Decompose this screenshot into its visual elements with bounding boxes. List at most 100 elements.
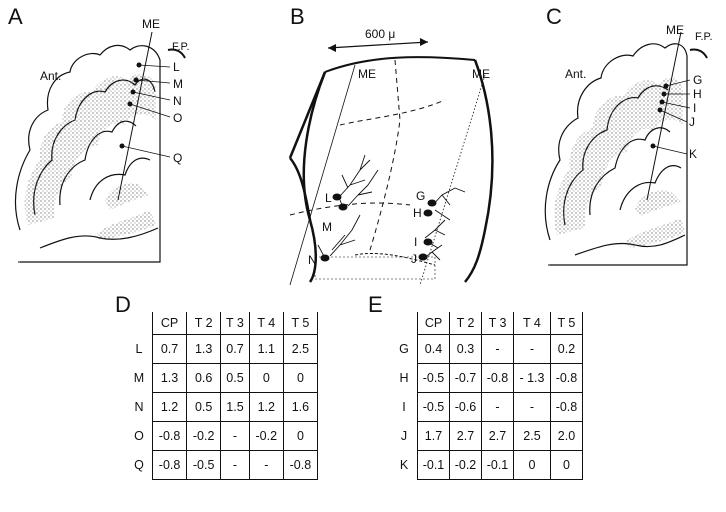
point-label-a-2: N xyxy=(173,94,182,108)
table-cell: 0 xyxy=(283,364,317,393)
table-cell: - xyxy=(514,335,551,364)
purkinje-cells-b xyxy=(321,194,437,262)
table-cell: 0.4 xyxy=(418,335,450,364)
table-cell: -0.6 xyxy=(450,393,482,422)
table-cell: 0 xyxy=(283,422,317,451)
row-label: N xyxy=(126,393,153,422)
table-row: Q -0.8 -0.5 - - -0.8 xyxy=(126,451,318,480)
table-cell: 0.2 xyxy=(550,335,582,364)
folium-right-wall xyxy=(465,60,492,282)
row-label: H xyxy=(391,364,418,393)
table-cell: -0.5 xyxy=(418,364,450,393)
table-cell: -0.2 xyxy=(187,422,221,451)
table-row: H -0.5 -0.7 -0.8 - 1.3 -0.8 xyxy=(391,364,583,393)
table-cell: -0.5 xyxy=(187,451,221,480)
table-d-header: T 2 xyxy=(187,312,221,335)
layer-boundary-3 xyxy=(340,100,445,125)
table-cell: 2.0 xyxy=(550,422,582,451)
table-row: N 1.2 0.5 1.5 1.2 1.6 xyxy=(126,393,318,422)
table-cell: 0.3 xyxy=(450,335,482,364)
table-d-header: T 3 xyxy=(221,312,250,335)
layer-boundary-2 xyxy=(370,60,400,250)
table-cell: - 1.3 xyxy=(514,364,551,393)
table-cell: 2.7 xyxy=(482,422,514,451)
table-cell: -0.1 xyxy=(482,451,514,480)
scale-bar xyxy=(328,42,428,48)
table-cell: 1.5 xyxy=(221,393,250,422)
me-label-b-right: ME xyxy=(472,67,490,81)
granular-layer-c xyxy=(554,78,685,248)
table-cell: 0 xyxy=(514,451,551,480)
ant-label-c: Ant. xyxy=(565,67,586,81)
point-label-a-0: L xyxy=(173,60,180,74)
table-row: G 0.4 0.3 - - 0.2 xyxy=(391,335,583,364)
table-cell: 1.2 xyxy=(249,393,283,422)
row-label: G xyxy=(391,335,418,364)
table-cell: -0.8 xyxy=(153,422,187,451)
cell-label-n: N xyxy=(308,253,317,267)
table-cell: - xyxy=(249,451,283,480)
table-cell: -0.7 xyxy=(450,364,482,393)
table-cell: - xyxy=(482,393,514,422)
fp-label-a: F.P. xyxy=(172,41,190,53)
point-label-c-0: G xyxy=(693,73,702,87)
cell-label-i: I xyxy=(414,235,417,249)
folium-notch xyxy=(290,72,325,158)
table-cell: -0.2 xyxy=(450,451,482,480)
cell-label-m: M xyxy=(322,220,332,234)
table-cell: -0.5 xyxy=(418,393,450,422)
table-d: CP T 2 T 3 T 4 T 5 L 0.7 1.3 0.7 1.1 2.5… xyxy=(126,312,318,480)
table-d-corner xyxy=(126,312,153,335)
table-cell: -0.8 xyxy=(550,364,582,393)
table-row: O -0.8 -0.2 - -0.2 0 xyxy=(126,422,318,451)
panel-c-figure: Ant. ME F.P. G H I J K xyxy=(535,0,725,275)
row-label: K xyxy=(391,451,418,480)
table-e-header: T 4 xyxy=(514,312,551,335)
table-cell: - xyxy=(221,451,250,480)
table-cell: -0.8 xyxy=(550,393,582,422)
table-cell: 1.2 xyxy=(153,393,187,422)
fp-label-c: F.P. xyxy=(695,31,713,43)
cell-label-g: G xyxy=(416,189,425,203)
me-label-b-left: ME xyxy=(358,67,376,81)
table-e-header: T 3 xyxy=(482,312,514,335)
table-cell: 1.7 xyxy=(418,422,450,451)
ant-label-a: Ant. xyxy=(40,69,61,83)
table-cell: 0.5 xyxy=(187,393,221,422)
table-cell: -0.8 xyxy=(482,364,514,393)
table-d-header: CP xyxy=(153,312,187,335)
table-row: I -0.5 -0.6 - - -0.8 xyxy=(391,393,583,422)
table-cell: - xyxy=(482,335,514,364)
row-label: J xyxy=(391,422,418,451)
table-cell: 2.5 xyxy=(514,422,551,451)
scale-label: 600 μ xyxy=(365,27,395,41)
table-row: L 0.7 1.3 0.7 1.1 2.5 xyxy=(126,335,318,364)
table-cell: -0.1 xyxy=(418,451,450,480)
table-e-header: CP xyxy=(418,312,450,335)
table-d-header: T 5 xyxy=(283,312,317,335)
table-cell: 1.3 xyxy=(153,364,187,393)
table-row: M 1.3 0.6 0.5 0 0 xyxy=(126,364,318,393)
table-cell: 0.6 xyxy=(187,364,221,393)
table-d-header: T 4 xyxy=(249,312,283,335)
me-label-a: ME xyxy=(142,17,160,31)
table-cell: -0.2 xyxy=(249,422,283,451)
cell-label-j: J xyxy=(411,252,417,266)
table-row: K -0.1 -0.2 -0.1 0 0 xyxy=(391,451,583,480)
table-cell: 1.1 xyxy=(249,335,283,364)
cell-label-h: H xyxy=(413,206,422,220)
table-cell: 2.5 xyxy=(283,335,317,364)
table-d-header-row: CP T 2 T 3 T 4 T 5 xyxy=(126,312,318,335)
table-e-corner xyxy=(391,312,418,335)
table-cell: 1.3 xyxy=(187,335,221,364)
table-cell: - xyxy=(514,393,551,422)
point-label-c-3: J xyxy=(689,115,695,129)
table-cell: 1.6 xyxy=(283,393,317,422)
point-label-c-4: K xyxy=(689,147,697,161)
table-cell: 0 xyxy=(550,451,582,480)
granular-layer-a xyxy=(25,74,156,240)
point-label-a-1: M xyxy=(173,77,183,91)
table-cell: -0.8 xyxy=(153,451,187,480)
point-label-a-4: Q xyxy=(173,151,182,165)
table-e: CP T 2 T 3 T 4 T 5 G 0.4 0.3 - - 0.2 H -… xyxy=(391,312,583,480)
